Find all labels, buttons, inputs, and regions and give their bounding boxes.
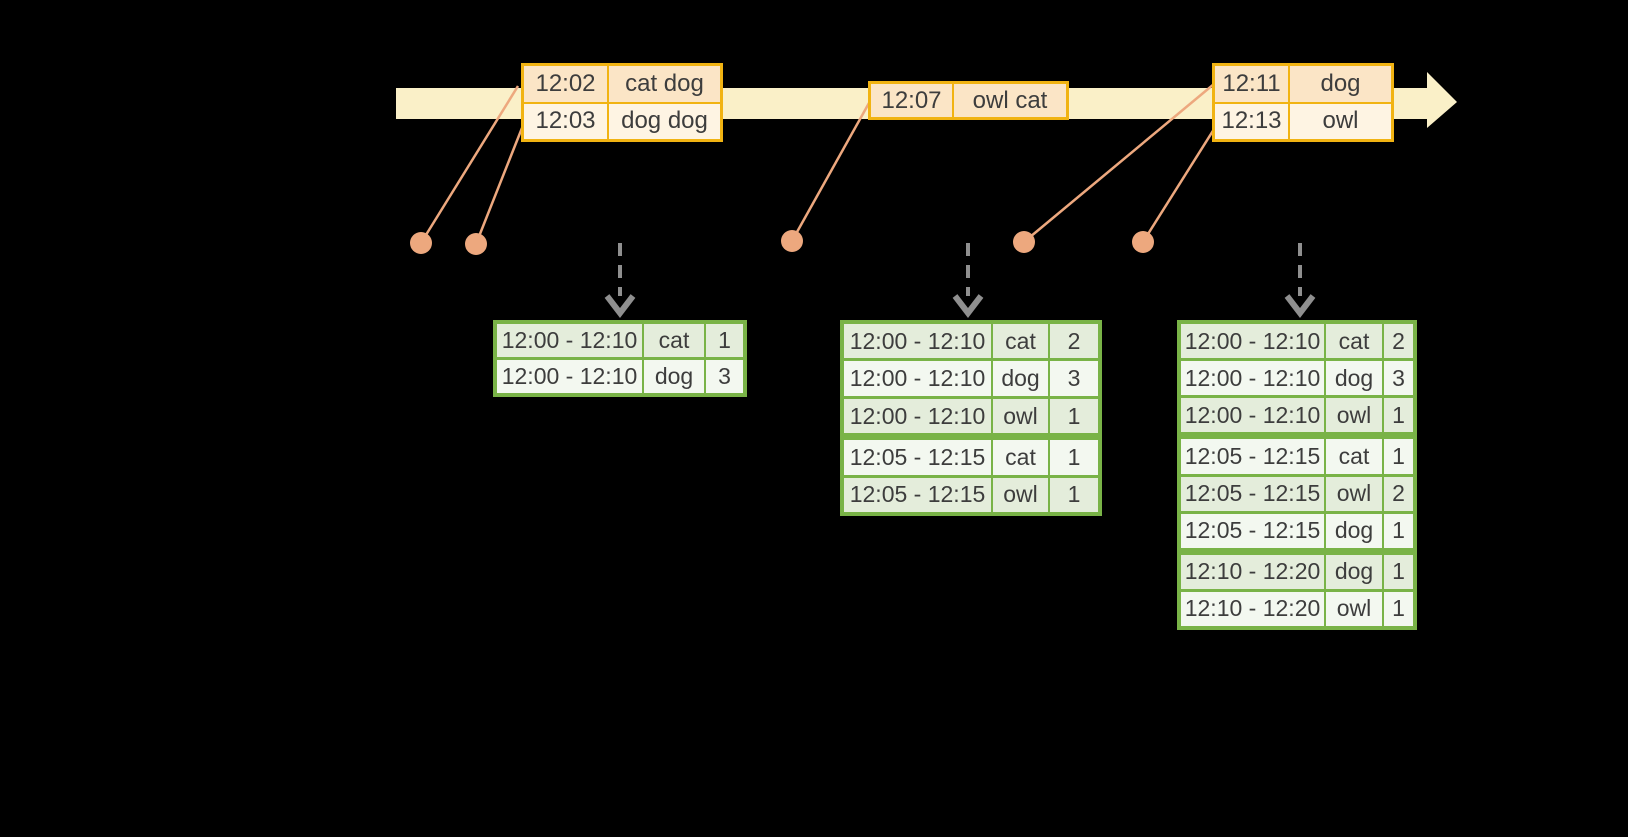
cell-window: 12:00 - 12:10 <box>844 324 991 359</box>
cell-time: 12:13 <box>1215 103 1288 139</box>
cell-window: 12:10 - 12:20 <box>1181 554 1324 589</box>
cell-animal: owl <box>993 398 1048 434</box>
trigger-arrow-2 <box>952 243 984 318</box>
cell-animal: owl <box>1326 476 1382 511</box>
cell-count: 1 <box>1384 554 1413 589</box>
cell-animal: cat <box>1326 324 1382 359</box>
connector-line-4 <box>1023 83 1215 243</box>
cell-count: 1 <box>1384 513 1413 548</box>
cell-count: 3 <box>706 360 743 393</box>
trigger-arrow-1 <box>604 243 636 318</box>
event-dots <box>410 230 1154 255</box>
cell-animal: owl <box>1326 398 1382 433</box>
cell-words: dog <box>1290 66 1391 102</box>
cell-animal: cat <box>993 324 1048 359</box>
cell-time: 12:07 <box>871 84 952 117</box>
cell-animal: cat <box>644 324 704 357</box>
cell-window: 12:00 - 12:10 <box>1181 324 1324 359</box>
connector-line-2 <box>474 127 524 245</box>
trigger-arrow-3 <box>1284 243 1316 318</box>
cell-count: 2 <box>1050 324 1098 359</box>
cell-words: owl cat <box>954 84 1066 117</box>
connector-line-1 <box>419 85 520 244</box>
cell-time: 12:02 <box>524 66 607 102</box>
cell-animal: cat <box>993 440 1048 475</box>
cell-words: owl <box>1290 103 1391 139</box>
event-dot-5 <box>1132 231 1154 253</box>
cell-window: 12:00 - 12:10 <box>844 398 991 434</box>
event-dot-4 <box>1013 231 1035 253</box>
cell-window: 12:05 - 12:15 <box>1181 476 1324 511</box>
event-connectors <box>419 83 1218 245</box>
cell-animal: dog <box>1326 554 1382 589</box>
event-dot-2 <box>465 233 487 255</box>
cell-count: 1 <box>1384 398 1413 433</box>
cell-window: 12:05 - 12:15 <box>1181 439 1324 474</box>
cell-count: 1 <box>1050 398 1098 434</box>
cell-count: 2 <box>1384 324 1413 359</box>
cell-window: 12:05 - 12:15 <box>844 477 991 513</box>
cell-count: 1 <box>1050 440 1098 475</box>
cell-window: 12:10 - 12:20 <box>1181 591 1324 626</box>
cell-animal: owl <box>1326 591 1382 626</box>
cell-animal: dog <box>1326 361 1382 396</box>
cell-count: 1 <box>1384 439 1413 474</box>
cell-animal: cat <box>1326 439 1382 474</box>
trigger-arrows <box>604 243 1316 318</box>
cell-window: 12:05 - 12:15 <box>844 440 991 475</box>
cell-count: 3 <box>1384 361 1413 396</box>
cell-window: 12:05 - 12:15 <box>1181 513 1324 548</box>
cell-time: 12:03 <box>524 103 607 139</box>
event-dot-3 <box>781 230 803 252</box>
cell-words: cat dog <box>609 66 720 102</box>
event-dot-1 <box>410 232 432 254</box>
cell-time: 12:11 <box>1215 66 1288 102</box>
cell-animal: owl <box>993 477 1048 513</box>
cell-count: 1 <box>1050 477 1098 513</box>
cell-words: dog dog <box>609 103 720 139</box>
cell-animal: dog <box>993 361 1048 396</box>
connector-line-5 <box>1141 125 1218 243</box>
cell-animal: dog <box>1326 513 1382 548</box>
cell-count: 1 <box>1384 591 1413 626</box>
cell-window: 12:00 - 12:10 <box>1181 398 1324 433</box>
cell-window: 12:00 - 12:10 <box>844 361 991 396</box>
cell-window: 12:00 - 12:10 <box>497 360 642 393</box>
cell-count: 2 <box>1384 476 1413 511</box>
cell-window: 12:00 - 12:10 <box>1181 361 1324 396</box>
cell-count: 3 <box>1050 361 1098 396</box>
cell-count: 1 <box>706 324 743 357</box>
cell-animal: dog <box>644 360 704 393</box>
cell-window: 12:00 - 12:10 <box>497 324 642 357</box>
connector-line-3 <box>790 102 871 242</box>
